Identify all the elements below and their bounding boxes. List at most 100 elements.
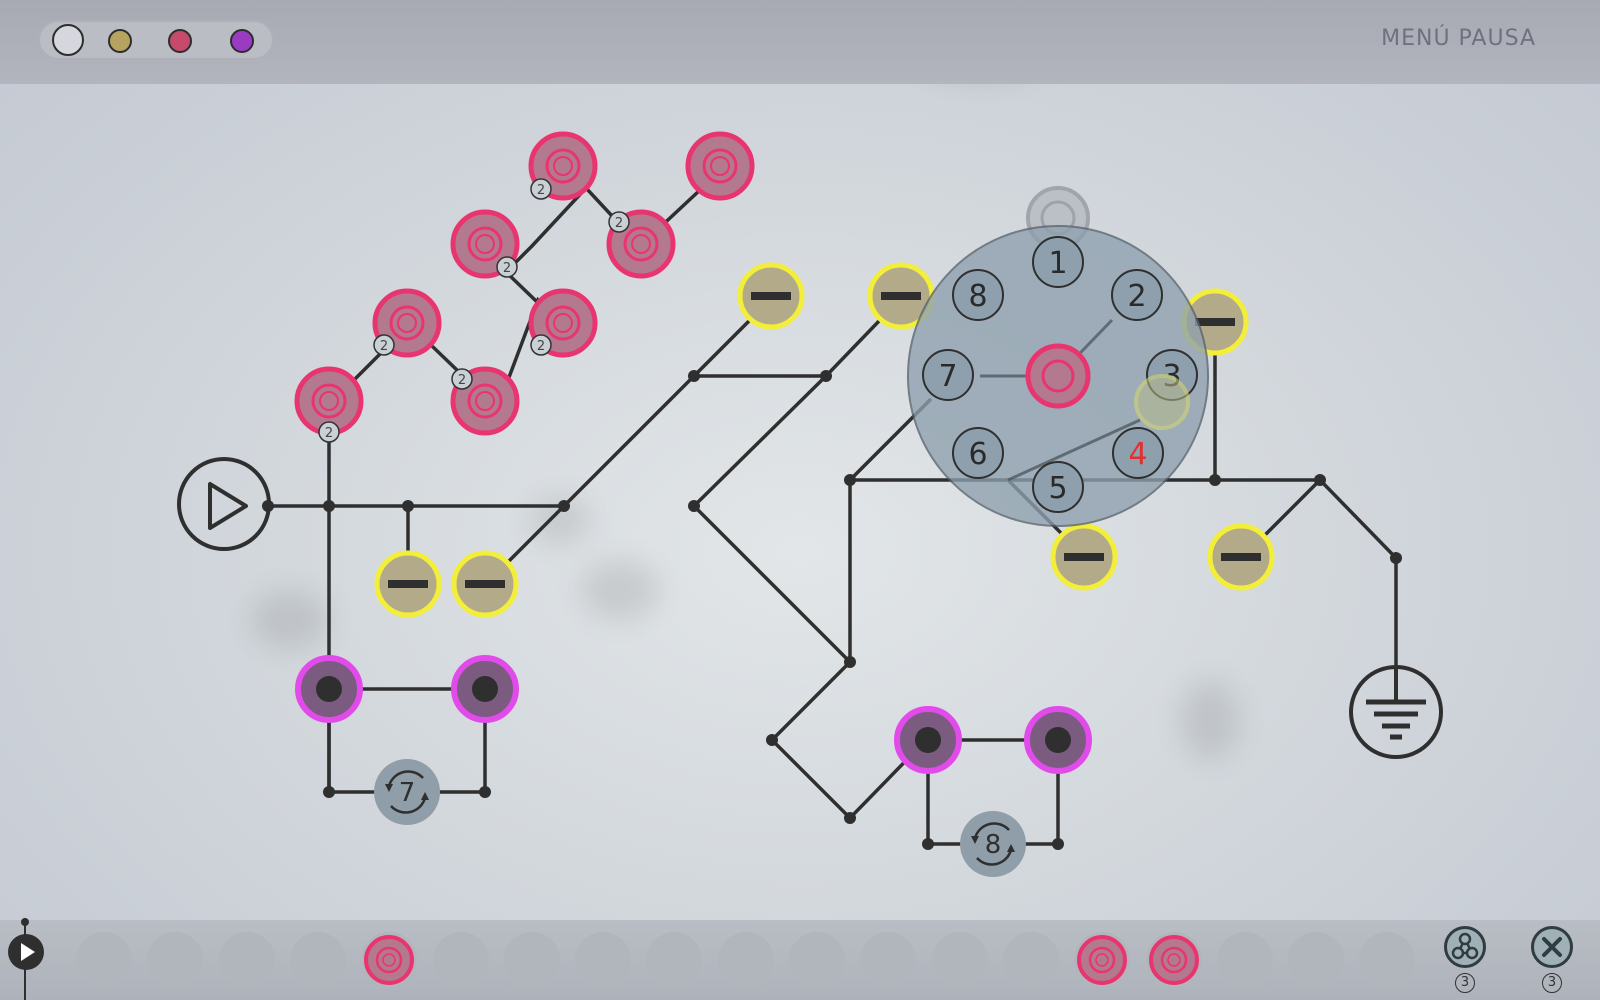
- junction: [1390, 552, 1402, 564]
- timeline-cursor-head: [21, 918, 29, 926]
- dial-option-1[interactable]: 1: [1032, 236, 1084, 288]
- junction: [323, 786, 335, 798]
- repeat-badges: 2 2 2 2 2 2 2: [318, 178, 630, 443]
- svg-text:5: 5: [1048, 471, 1067, 506]
- wire-top-bridge: [692, 318, 752, 378]
- ground-node[interactable]: [1349, 665, 1443, 759]
- sequence-slot[interactable]: [575, 932, 631, 988]
- junction: [688, 370, 700, 382]
- delete-tool-button[interactable]: [1531, 926, 1573, 968]
- sequence-slot[interactable]: [1359, 932, 1415, 988]
- palette-color-crimson[interactable]: [168, 29, 192, 53]
- dial-center-pink-node[interactable]: [1025, 343, 1091, 409]
- pink-node[interactable]: [685, 131, 755, 201]
- sequence-slot[interactable]: [1288, 932, 1344, 988]
- dial-option-6[interactable]: 6: [952, 427, 1004, 479]
- dial-selector[interactable]: 1 2 3 4 5 6 7 8: [907, 186, 1209, 527]
- dial-option-8[interactable]: 8: [952, 269, 1004, 321]
- yellow-node[interactable]: [1207, 523, 1275, 591]
- play-icon: [21, 943, 35, 961]
- magenta-node[interactable]: [451, 655, 519, 723]
- sequence-slot[interactable]: [76, 932, 132, 988]
- sequence-slot[interactable]: [789, 932, 845, 988]
- wire-to-yellow-right: [1262, 478, 1322, 538]
- sequence-slot[interactable]: [1146, 932, 1202, 988]
- pause-menu-button[interactable]: MENÚ PAUSA: [1381, 26, 1536, 51]
- ghost-yellow-node: [1134, 374, 1190, 430]
- sequence-slot[interactable]: [646, 932, 702, 988]
- yellow-node[interactable]: [737, 262, 805, 330]
- badge: 2: [496, 256, 518, 278]
- magenta-node[interactable]: [295, 655, 363, 723]
- sequence-slot[interactable]: [361, 932, 417, 988]
- wire-zigzag: [691, 374, 928, 821]
- network-tool-button[interactable]: [1444, 926, 1486, 968]
- sequence-slot[interactable]: [147, 932, 203, 988]
- svg-text:2: 2: [537, 339, 545, 354]
- sequence-slot[interactable]: [718, 932, 774, 988]
- yellow-node[interactable]: [451, 550, 519, 618]
- play-sequence-button[interactable]: [8, 934, 44, 970]
- svg-text:1: 1: [1048, 246, 1067, 281]
- yellow-node[interactable]: [374, 550, 442, 618]
- junction: [844, 812, 856, 824]
- sequence-slot[interactable]: [1003, 932, 1059, 988]
- pink-note-icon: [364, 935, 414, 985]
- junctions: [262, 370, 1402, 850]
- sequence-slot[interactable]: [1074, 932, 1130, 988]
- junction: [1052, 838, 1064, 850]
- junction: [1314, 474, 1326, 486]
- junction: [558, 500, 570, 512]
- delete-tool-count: 3: [1542, 973, 1562, 993]
- dial-option-5[interactable]: 5: [1032, 461, 1084, 513]
- dial-option-4[interactable]: 4: [1112, 427, 1164, 479]
- junction: [323, 500, 335, 512]
- loop-counter-value: 7: [399, 778, 416, 808]
- junction: [1209, 474, 1221, 486]
- network-tool-count: 3: [1455, 973, 1475, 993]
- junction: [922, 838, 934, 850]
- dial-option-2[interactable]: 2: [1111, 269, 1163, 321]
- yellow-node[interactable]: [1050, 523, 1118, 591]
- badge: 2: [451, 368, 473, 390]
- svg-text:7: 7: [938, 359, 957, 394]
- sequence-slot[interactable]: [932, 932, 988, 988]
- magenta-node[interactable]: [894, 706, 962, 774]
- wire-to-yellow-2: [506, 504, 566, 564]
- palette-color-white[interactable]: [52, 24, 84, 56]
- svg-text:2: 2: [458, 373, 466, 388]
- loop-counter-value: 8: [985, 830, 1002, 860]
- junction: [766, 734, 778, 746]
- sequence-slot[interactable]: [504, 932, 560, 988]
- palette-color-gold[interactable]: [108, 29, 132, 53]
- svg-text:2: 2: [1127, 279, 1146, 314]
- dial-option-7[interactable]: 7: [922, 349, 974, 401]
- junction: [820, 370, 832, 382]
- junction: [844, 474, 856, 486]
- loop-counter-8[interactable]: 8: [960, 811, 1026, 877]
- svg-text:2: 2: [380, 339, 388, 354]
- close-icon: [1542, 937, 1562, 957]
- sequence-slot[interactable]: [290, 932, 346, 988]
- svg-text:8: 8: [968, 279, 987, 314]
- game-board: 2 2 2 2 2 2 2 7 8: [177, 131, 1443, 877]
- junction: [688, 500, 700, 512]
- network-icon: [1451, 932, 1479, 960]
- palette-color-purple[interactable]: [230, 29, 254, 53]
- svg-text:2: 2: [537, 183, 545, 198]
- svg-text:6: 6: [968, 437, 987, 472]
- junction: [402, 500, 414, 512]
- color-palette: [38, 20, 274, 60]
- sequence-slot[interactable]: [433, 932, 489, 988]
- magenta-node[interactable]: [1024, 706, 1092, 774]
- top-bar: MENÚ PAUSA: [0, 0, 1600, 84]
- sequence-slot[interactable]: [1217, 932, 1273, 988]
- sequence-slot[interactable]: [219, 932, 275, 988]
- svg-text:2: 2: [615, 216, 623, 231]
- svg-text:2: 2: [503, 261, 511, 276]
- junction: [844, 656, 856, 668]
- start-node[interactable]: [177, 457, 271, 551]
- loop-counter-7[interactable]: 7: [374, 759, 440, 825]
- sequence-slot[interactable]: [860, 932, 916, 988]
- pink-note-icon: [1149, 935, 1199, 985]
